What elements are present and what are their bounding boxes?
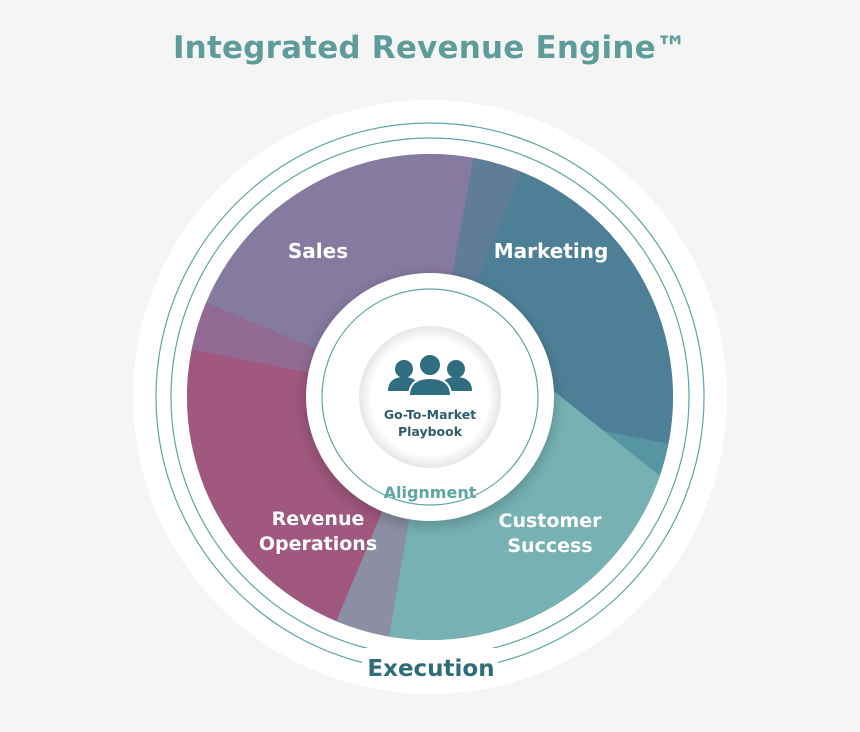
diagram-title: Integrated Revenue Engine™ xyxy=(172,30,688,66)
center-label-line2: Playbook xyxy=(398,424,463,439)
segment-label-customer-success-line1: Customer xyxy=(499,510,603,532)
center-label-line1: Go-To-Market xyxy=(384,407,476,422)
segment-label-customer-success-line2: Success xyxy=(507,535,592,557)
inner-ring-line xyxy=(321,288,539,506)
execution-label: Execution xyxy=(367,656,494,682)
segment-label-sales: Sales xyxy=(288,239,348,263)
segment-label-revenue-operations-line1: Revenue xyxy=(272,508,365,530)
team-icon xyxy=(388,353,472,397)
execution-label-background xyxy=(362,648,498,682)
alignment-label: Alignment xyxy=(384,483,477,502)
segment-label-marketing: Marketing xyxy=(494,239,609,263)
segment-label-revenue-operations-line2: Operations xyxy=(259,533,377,555)
